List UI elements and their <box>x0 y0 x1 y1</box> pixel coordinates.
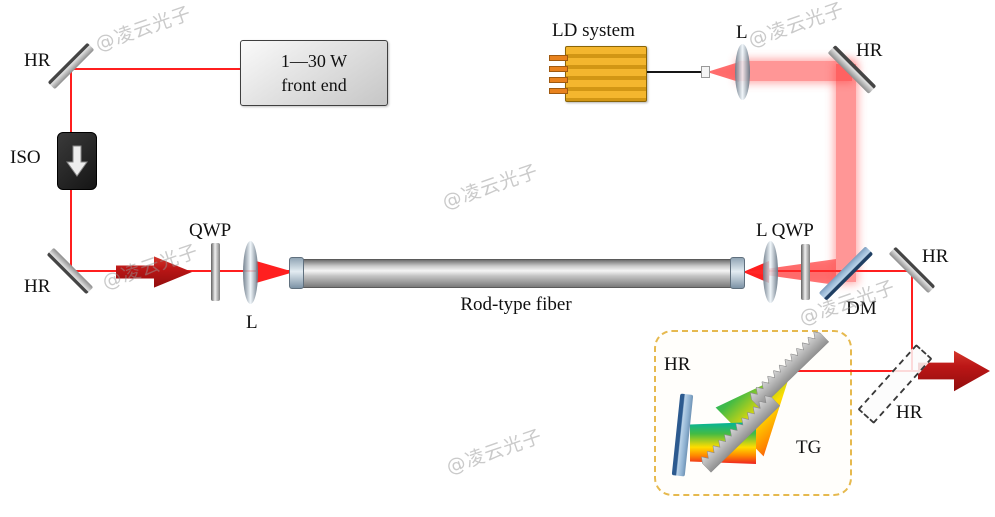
hr-label-compressor: HR <box>664 354 691 375</box>
iso-label: ISO <box>10 147 41 168</box>
pump-beam-horizontal <box>738 61 852 81</box>
isolator-box <box>57 132 97 190</box>
lens-left <box>243 241 258 304</box>
qwp-plate-right <box>801 244 810 300</box>
ld-pin <box>549 55 568 61</box>
hr-label-output: HR <box>896 402 923 423</box>
pump-lens-label: L <box>736 22 748 43</box>
watermark: @凌云光子 <box>439 160 542 214</box>
dm-label: DM <box>846 298 877 319</box>
front-end-line2: front end <box>281 75 347 95</box>
lens-right <box>763 241 778 303</box>
pump-beam-converging-into-fiber <box>744 259 836 285</box>
hr-label-pump: HR <box>856 40 883 61</box>
ld-pin <box>549 66 568 72</box>
watermark: @凌云光子 <box>92 2 195 56</box>
ld-system-box <box>565 46 647 102</box>
down-arrow-icon <box>66 145 88 177</box>
hr-label-bottom-left: HR <box>24 276 51 297</box>
hr-label-top-left: HR <box>24 50 51 71</box>
lens-label-left: L <box>246 312 258 333</box>
front-end-box: 1—30 W front end <box>240 40 388 106</box>
ld-pin <box>549 77 568 83</box>
fiber-connector <box>701 66 710 78</box>
ld-fiber-pigtail <box>645 71 703 73</box>
watermark: @凌云光子 <box>443 425 546 479</box>
transmission-grating-2 <box>698 393 783 476</box>
front-end-line1: 1—30 W <box>280 50 348 71</box>
transmission-grating-1 <box>747 329 832 412</box>
beam-vertical-right <box>911 275 913 372</box>
tg-label: TG <box>796 437 822 458</box>
watermark: @凌云光子 <box>745 0 848 52</box>
hr-label-right: HR <box>922 246 949 267</box>
fiber-endcap-left <box>289 257 304 289</box>
beam-compressor-horizontal <box>793 370 921 372</box>
beam-frontend-to-mirror <box>70 68 242 70</box>
watermark: @凌云光子 <box>99 240 202 294</box>
qwp-label-left: QWP <box>189 220 232 241</box>
lens-qwp-label: L QWP <box>756 220 814 241</box>
qwp-plate-left <box>211 243 220 301</box>
pump-lens <box>735 44 750 100</box>
ld-pin <box>549 88 568 94</box>
fiber-endcap-right <box>730 257 745 289</box>
pump-beam-vertical <box>836 64 856 282</box>
fiber-label: Rod-type fiber <box>460 294 572 315</box>
rod-type-fiber <box>289 259 745 288</box>
ld-system-label: LD system <box>552 20 635 41</box>
